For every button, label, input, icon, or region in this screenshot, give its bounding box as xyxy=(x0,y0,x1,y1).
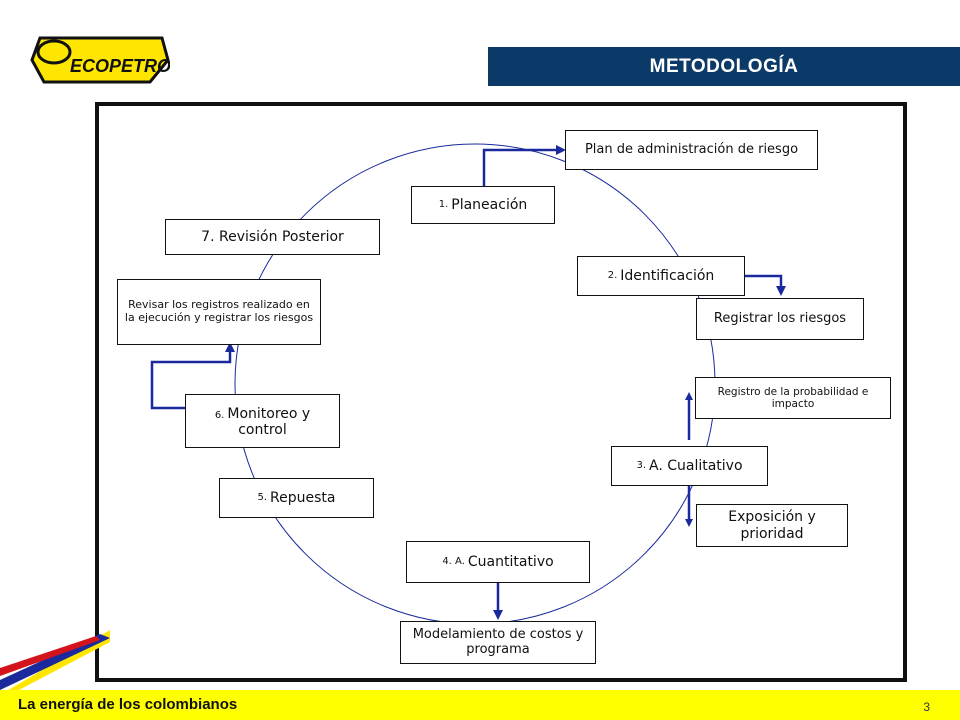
step-cualitativo: 3.A. Cualitativo xyxy=(611,446,768,486)
output-revisar: Revisar los registros realizado en la ej… xyxy=(117,279,321,345)
ecopetrol-logo: ECOPETROL xyxy=(30,36,170,84)
flag-stripes-decoration xyxy=(0,630,110,700)
output-exposicion: Exposición y prioridad xyxy=(696,504,848,547)
step-revision: 7. Revisión Posterior xyxy=(165,219,380,255)
step-monitoreo: 6.Monitoreo y control xyxy=(185,394,340,448)
step-identificacion: 2.Identificación xyxy=(577,256,745,296)
step-repuesta: 5.Repuesta xyxy=(219,478,374,518)
step-cuantitativo: 4. A.Cuantitativo xyxy=(406,541,590,583)
output-modelamiento: Modelamiento de costos y programa xyxy=(400,621,596,664)
page-number: 3 xyxy=(923,700,930,714)
slide-title: METODOLOGÍA xyxy=(488,47,960,86)
output-plan: Plan de administración de riesgo xyxy=(565,130,818,170)
output-registrar: Registrar los riesgos xyxy=(696,298,864,340)
footer-tagline: La energía de los colombianos xyxy=(18,696,238,713)
footer-bar xyxy=(0,690,960,720)
logo-text: ECOPETROL xyxy=(70,56,170,76)
output-probabilidad: Registro de la probabilidad e impacto xyxy=(695,377,891,419)
step-planeacion: 1.Planeación xyxy=(411,186,555,224)
